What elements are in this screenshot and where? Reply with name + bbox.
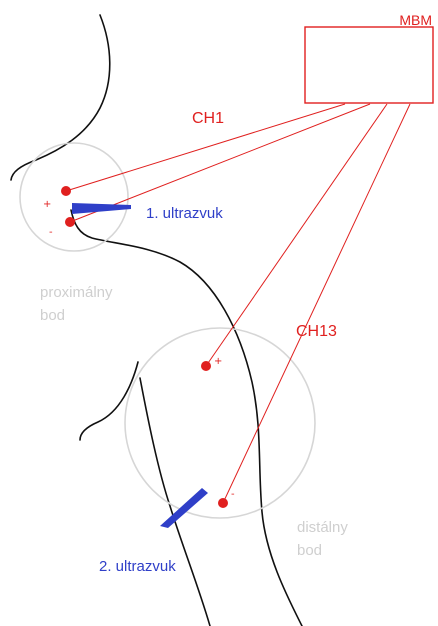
- neck-outline: [11, 15, 110, 180]
- polarity-minus-ch13: -: [231, 489, 235, 500]
- ultrasound-1-label: 1. ultrazvuk: [146, 205, 223, 222]
- electrode-ch13-plus: [201, 361, 211, 371]
- proximal-point-label-line2: bod: [40, 307, 65, 324]
- electrode-ch1-plus: [61, 186, 71, 196]
- electrode-ch1-minus: [65, 217, 75, 227]
- mbm-box: [305, 27, 433, 103]
- arm-outline: [80, 362, 138, 440]
- proximal-point-label-line1: proximálny: [40, 284, 113, 301]
- ultrasound-probe-1: [72, 203, 131, 214]
- mbm-label: MBM: [399, 12, 432, 28]
- channel-ch13-label: CH13: [296, 323, 337, 340]
- torso-outline: [140, 378, 210, 626]
- electrode-ch13-minus: [218, 498, 228, 508]
- distal-point-label-line2: bod: [297, 542, 322, 559]
- ultrasound-probe-2: [160, 488, 208, 528]
- polarity-minus-ch1: -: [49, 227, 53, 238]
- wire-ch13-minus: [223, 104, 410, 503]
- channel-ch1-label: CH1: [192, 110, 224, 127]
- distal-point-label-line1: distálny: [297, 519, 348, 536]
- ultrasound-2-label: 2. ultrazvuk: [99, 558, 176, 575]
- proximal-region: [20, 143, 128, 251]
- polarity-plus-ch1: +: [43, 199, 51, 210]
- polarity-plus-ch13: +: [214, 356, 222, 367]
